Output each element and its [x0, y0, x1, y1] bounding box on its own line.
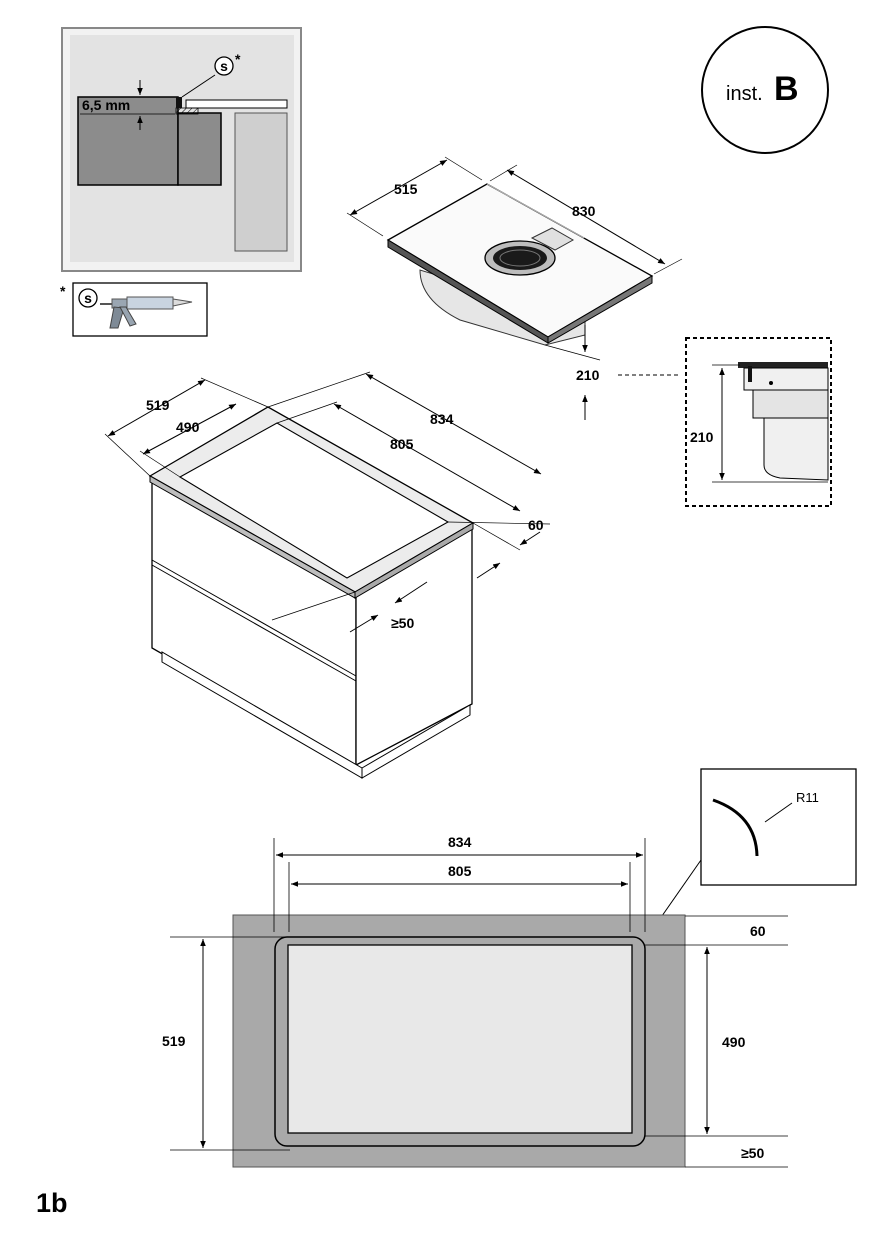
sealant-gun-asterisk: * [60, 283, 66, 299]
sealant-symbol-icon [214, 56, 234, 76]
corner-radius-label: R11 [796, 790, 819, 805]
cabinet-outer-width-label: 834 [430, 411, 454, 427]
hob-height-label: 210 [576, 367, 600, 383]
height-detail: 210 [685, 337, 832, 507]
cutout-plan: 834 805 519 490 60 ≥50 [162, 834, 788, 1168]
cabinet-drawing: 519 490 834 805 60 ≥50 [104, 371, 551, 779]
cabinet-inner-width-label: 805 [390, 436, 414, 452]
sealant-thickness-label: 6,5 mm [82, 97, 130, 113]
sealant-symbol: s [220, 58, 228, 74]
corner-radius-detail: R11 [647, 768, 857, 937]
cutout-rear-clearance-label: ≥50 [741, 1145, 764, 1161]
installation-prefix: inst. [726, 83, 763, 105]
cutout-outer-depth-label: 519 [162, 1033, 186, 1049]
hob-width-label: 830 [572, 203, 596, 219]
installation-type-badge: inst. B [701, 26, 829, 154]
cutout-inner-width-label: 805 [448, 863, 472, 879]
sealant-gun-symbol-icon [78, 288, 98, 308]
installation-type: B [774, 70, 799, 108]
cutout-outer-width-label: 834 [448, 834, 472, 850]
cabinet-outer-depth-label: 519 [146, 397, 170, 413]
sealant-asterisk: * [235, 51, 241, 67]
hob-depth-label: 515 [394, 181, 418, 197]
detail-height-label: 210 [690, 429, 714, 445]
sealant-gun-symbol: s [84, 290, 92, 306]
cabinet-inner-depth-label: 490 [176, 419, 200, 435]
sealant-gun-icon [100, 296, 193, 329]
cutout-front-offset-label: 60 [750, 923, 766, 939]
sealant-gun-detail: * s [60, 282, 208, 337]
figure-label: 1b [36, 1188, 68, 1218]
cabinet-rear-clearance-label: ≥50 [391, 615, 414, 631]
hob-drawing: 515 830 210 [346, 156, 683, 420]
cabinet-front-offset-label: 60 [528, 517, 544, 533]
sealing-detail: 6,5 mm s * [61, 27, 302, 272]
cutout-inner-depth-label: 490 [722, 1034, 746, 1050]
